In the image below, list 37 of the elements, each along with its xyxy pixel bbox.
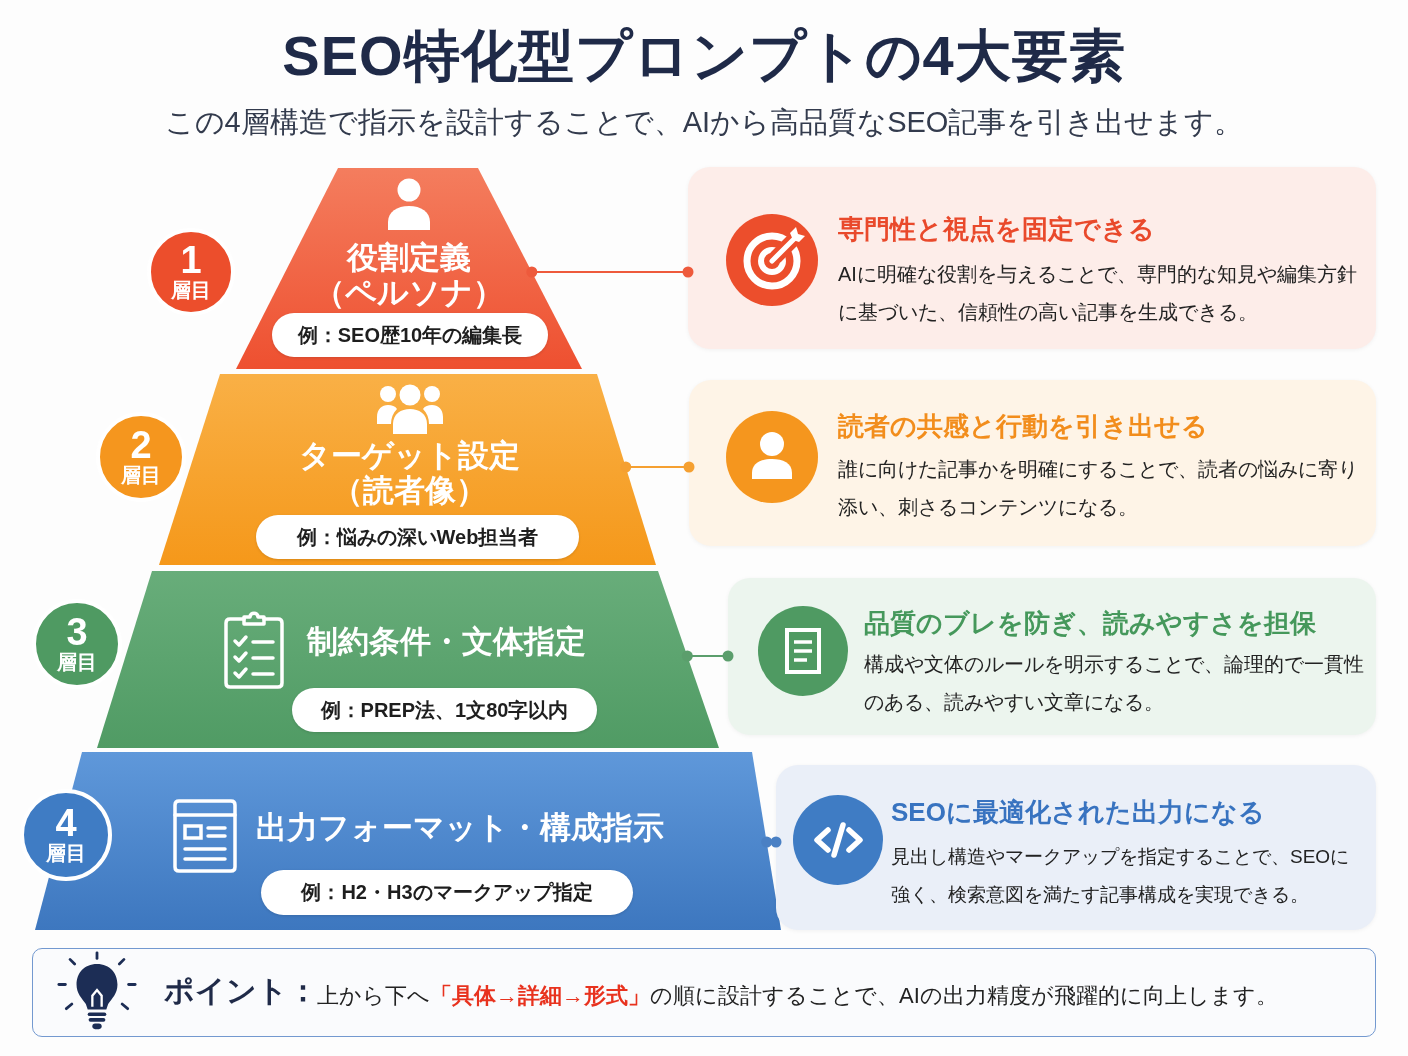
card-heading: SEOに最適化された出力になる	[891, 796, 1265, 828]
example-tag: 例：PREP法、1文80字以内	[292, 688, 597, 732]
benefit-card	[689, 380, 1376, 546]
connector-line	[526, 266, 694, 278]
layer-label: 層目	[121, 463, 161, 487]
connector-line	[681, 650, 734, 662]
benefit-card	[688, 167, 1376, 349]
layer-title: ターゲット設定（読者像）	[297, 438, 521, 508]
example-tag: 例：悩みの深いWeb担当者	[256, 515, 579, 559]
layer-number: 2	[130, 427, 152, 463]
card-description: AIに明確な役割を与えることで、専門的な知見や編集方針に基づいた、信頼性の高い記事を生成できる。	[838, 262, 1358, 325]
card-description: 構成や文体のルールを明示することで、論理的で一貫性のある、読みやすい文章になる。	[864, 652, 1364, 715]
connector-line	[620, 461, 695, 473]
card-heading: 品質のブレを防ぎ、読みやすさを担保	[864, 607, 1316, 639]
layer-title: 出力フォーマット・構成指示	[256, 810, 665, 845]
connector-line	[761, 836, 782, 848]
benefit-card	[776, 765, 1376, 930]
title: SEO特化型プロンプトの4大要素	[282, 23, 1126, 89]
layer-number: 3	[66, 614, 88, 650]
example-tag: 例：H2・H3のマークアップ指定	[261, 870, 633, 915]
layer-label: 層目	[46, 841, 86, 865]
benefit-card	[728, 578, 1376, 735]
layer-number: 1	[180, 242, 202, 278]
tip-text: 上から下へ「具体→詳細→形式」の順に設計することで、AIの出力精度が飛躍的に向上します。	[317, 982, 1278, 1010]
card-description: 誰に向けた記事かを明確にすることで、読者の悩みに寄り添い、刺さるコンテンツになる。	[838, 457, 1359, 520]
card-description: 見出し構造やマークアップを指定することで、SEOに強く、検索意図を満たす記事構成を実現できる。	[891, 845, 1351, 907]
layer-label: 層目	[57, 650, 97, 674]
subtitle: この4層構造で指示を設計することで、AIから高品質なSEO記事を引き出せます。	[164, 105, 1244, 140]
layer-title: 役割定義（ペルソナ）	[313, 240, 505, 310]
tip-heading: ポイント：	[164, 973, 318, 1009]
example-tag: 例：SEO歴10年の編集長	[272, 313, 548, 357]
tip-box	[32, 948, 1376, 1037]
layer-title: 制約条件・文体指定	[307, 624, 587, 659]
layer-label: 層目	[171, 278, 211, 302]
card-heading: 専門性と視点を固定できる	[838, 213, 1155, 245]
card-heading: 読者の共感と行動を引き出せる	[838, 410, 1208, 442]
layer-number: 4	[55, 805, 77, 841]
